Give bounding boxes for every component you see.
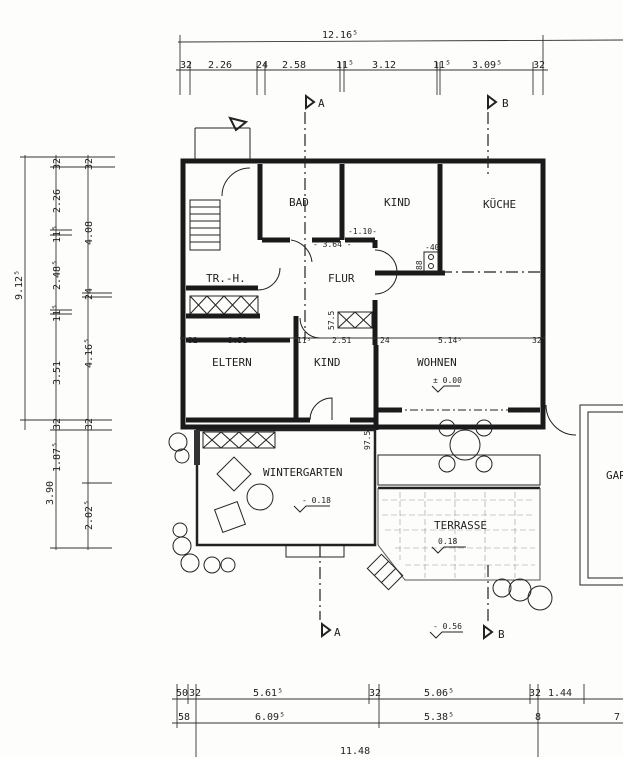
section-marker-b-bottom: B	[498, 628, 505, 641]
dim-label: 32	[84, 158, 95, 170]
dim-label: 5.38⁵	[424, 712, 454, 723]
dim-label: 8	[535, 712, 541, 723]
dim-label: 3.12	[372, 60, 396, 71]
dim-label: 32	[369, 688, 381, 699]
dim-chimney-height: 88	[415, 260, 424, 270]
dim-label: 24	[84, 288, 95, 300]
dim-label: 32	[52, 418, 63, 430]
dim-overall-width: 12.16⁵	[322, 30, 358, 41]
dim-label: 32	[52, 158, 63, 170]
dim-label: 50	[176, 688, 188, 699]
dim-label: 2.51	[332, 336, 351, 345]
house-walls	[180, 127, 546, 430]
staircase	[189, 199, 221, 251]
dim-label: 4.16⁵	[84, 338, 95, 368]
level-outside: - 0.56	[433, 622, 462, 631]
section-lines: A B A B	[228, 94, 540, 641]
dim-label: 32	[529, 688, 541, 699]
terrace-area	[366, 454, 541, 591]
dim-wintergarten-door: 97.5	[363, 431, 372, 450]
dim-label: 11⁵	[433, 60, 451, 71]
dim-label: 6.09⁵	[255, 712, 285, 723]
dim-label: 3.90	[45, 481, 56, 505]
dim-label: 5.06⁵	[424, 688, 454, 699]
dim-overall-bottom: 11.48	[340, 746, 370, 757]
room-kind-top: KIND	[384, 196, 411, 209]
room-labels: BAD KIND KÜCHE TR.-H. FLUR ELTERN KIND W…	[206, 196, 623, 532]
dim-label: 32	[188, 336, 198, 345]
dim-overall-depth: 9.12⁵	[14, 270, 25, 300]
dim-kind-wall: -1.10-	[348, 227, 377, 236]
room-flur: FLUR	[328, 272, 355, 285]
dim-label: 3.51	[52, 361, 63, 385]
dim-label: 11⁵	[52, 225, 63, 243]
garage-outline	[579, 404, 623, 586]
dim-label: 24	[256, 60, 268, 71]
dim-label: 24	[380, 336, 390, 345]
shrubs	[168, 432, 553, 611]
section-marker-a-top: A	[318, 97, 325, 110]
room-wintergarten: WINTERGARTEN	[263, 466, 342, 479]
dining-table	[378, 409, 540, 473]
dim-label: 32	[180, 60, 192, 71]
dim-flur-width: - 3.64 -	[313, 240, 352, 249]
level-marks: ± 0.00 - 0.18 0.18 - 0.56 - 3.64 - -1.10…	[293, 227, 466, 639]
dim-label: 1.44	[548, 688, 572, 699]
dim-label: 2.26	[208, 60, 232, 71]
dim-label: 4.08	[84, 221, 95, 245]
dim-label: 3.09⁵	[472, 60, 502, 71]
room-treppenhaus: TR.-H.	[206, 272, 246, 285]
dim-label: 32	[189, 688, 201, 699]
room-terrasse: TERRASSE	[434, 519, 487, 532]
dim-label: 2.48⁵	[52, 260, 63, 290]
room-eltern: ELTERN	[212, 356, 252, 369]
dim-label: 11⁵	[52, 304, 63, 322]
dim-label: 5.61⁵	[253, 688, 283, 699]
room-wohnen: WOHNEN	[417, 356, 457, 369]
left-dimension-chain: 9.12⁵ 3.90 32 2.26 11⁵ 2.48⁵ 11⁵ 3.51 32…	[14, 155, 115, 550]
dim-label: 32	[84, 418, 95, 430]
room-garage: GAR	[606, 469, 623, 482]
dim-label: 32	[533, 60, 545, 71]
chimney	[423, 251, 439, 273]
dim-label: 7	[614, 712, 620, 723]
level-wintergarten: - 0.18	[302, 496, 331, 505]
level-wohnen: ± 0.00	[433, 376, 462, 385]
room-kueche: KÜCHE	[483, 198, 516, 211]
dim-label: 2.02⁵	[84, 500, 95, 530]
level-terrasse: 0.18	[438, 537, 457, 546]
section-marker-a-bottom: A	[334, 626, 341, 639]
dim-label: 2.58	[282, 60, 306, 71]
top-dimension-chain: 12.16⁵ 32 2.26 24 2.58 11⁵ 3.12 11⁵ 3.09…	[176, 30, 623, 95]
dim-label: 58	[178, 712, 190, 723]
interior-dimension-chain: 32 3.51⁵ 11⁵ 2.51 24 5.14⁵ 32	[180, 336, 545, 345]
dim-label: 1.87⁵	[52, 442, 63, 472]
wintergarten-area	[194, 428, 377, 558]
room-kind-bottom: KIND	[314, 356, 341, 369]
dim-label: 11⁵	[297, 336, 311, 345]
dim-label: 32	[532, 336, 542, 345]
dim-flur-niche: 57.5	[327, 311, 336, 330]
dim-label: 5.14⁵	[438, 336, 462, 345]
dim-chimney-width: -40	[425, 243, 440, 252]
bottom-dimension-chain: 50 32 5.61⁵ 32 5.06⁵ 32 1.44 58 6.09⁵ 5.…	[172, 684, 623, 757]
dim-label: 11⁵	[336, 60, 354, 71]
section-marker-b-top: B	[502, 97, 509, 110]
room-bad: BAD	[289, 196, 309, 209]
dim-label: 3.51⁵	[228, 336, 252, 345]
dim-label: 2.26	[52, 189, 63, 213]
storage-cabinets	[189, 295, 373, 449]
